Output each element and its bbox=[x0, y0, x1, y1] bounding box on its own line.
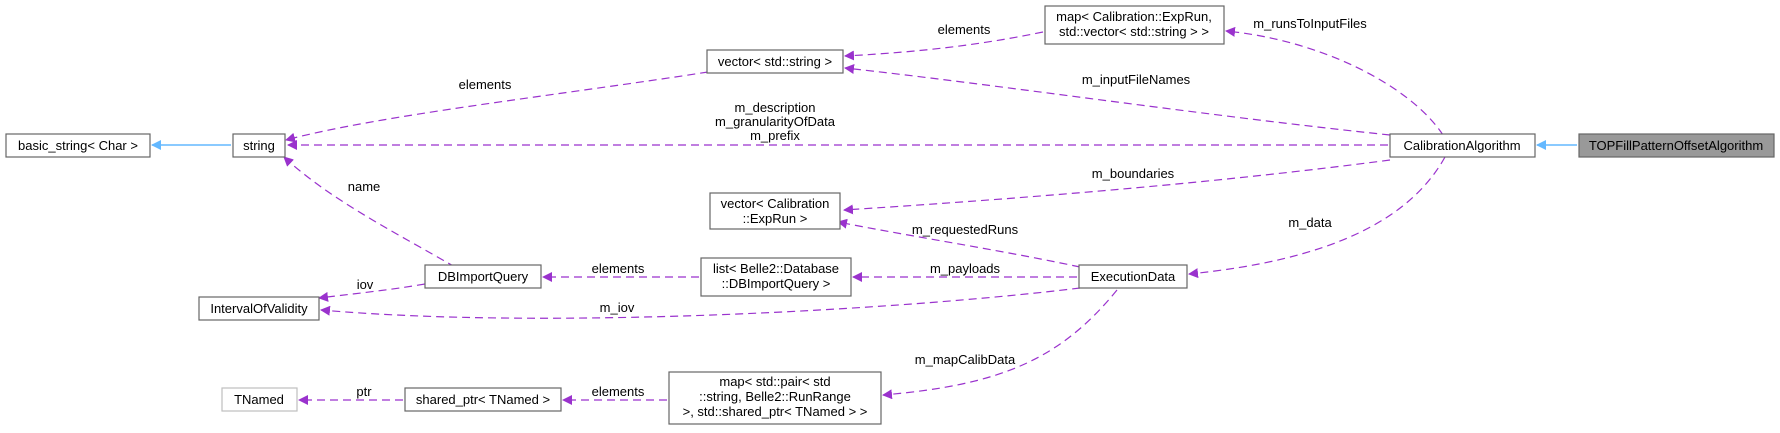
label-ptr: ptr bbox=[356, 384, 372, 399]
edge-iov bbox=[318, 283, 426, 302]
svg-text:list< Belle2::Database: list< Belle2::Database bbox=[713, 261, 839, 276]
svg-text:string: string bbox=[243, 138, 275, 153]
edge-m-input-file-names bbox=[844, 64, 1391, 136]
node-map-pair[interactable]: map< std::pair< std ::string, Belle2::Ru… bbox=[668, 371, 882, 425]
edge-m-map-calib-data bbox=[882, 289, 1118, 400]
svg-text:::DBImportQuery >: ::DBImportQuery > bbox=[722, 276, 831, 291]
label-m-iov: m_iov bbox=[600, 300, 635, 315]
node-string[interactable]: string bbox=[232, 133, 286, 158]
svg-text:map< std::pair< std: map< std::pair< std bbox=[719, 374, 830, 389]
edges bbox=[151, 26, 1577, 405]
svg-text:CalibrationAlgorithm: CalibrationAlgorithm bbox=[1403, 138, 1520, 153]
label-m-description: m_description bbox=[735, 100, 816, 115]
edge-vector-string-elements bbox=[285, 71, 709, 143]
label-m-prefix: m_prefix bbox=[750, 128, 800, 143]
node-db-import-query[interactable]: DBImportQuery bbox=[424, 264, 542, 289]
node-execution-data[interactable]: ExecutionData bbox=[1078, 264, 1188, 289]
label-m-input-file-names: m_inputFileNames bbox=[1082, 72, 1191, 87]
node-shared-ptr-tnamed[interactable]: shared_ptr< TNamed > bbox=[404, 387, 562, 412]
label-elements-vector: elements bbox=[938, 22, 991, 37]
node-map-exprun[interactable]: map< Calibration::ExpRun, std::vector< s… bbox=[1044, 5, 1225, 45]
svg-text:vector< Calibration: vector< Calibration bbox=[721, 196, 830, 211]
svg-text:TNamed: TNamed bbox=[234, 392, 284, 407]
label-m-granularity-of-data: m_granularityOfData bbox=[715, 114, 836, 129]
label-elements-shared: elements bbox=[592, 384, 645, 399]
svg-text:::string, Belle2::RunRange: ::string, Belle2::RunRange bbox=[699, 389, 851, 404]
svg-text:TOPFillPatternOffsetAlgorithm: TOPFillPatternOffsetAlgorithm bbox=[1589, 138, 1763, 153]
svg-text:shared_ptr< TNamed >: shared_ptr< TNamed > bbox=[416, 392, 550, 407]
label-iov: iov bbox=[357, 277, 374, 292]
label-m-data: m_data bbox=[1288, 215, 1332, 230]
label-m-runs-to-input-files: m_runsToInputFiles bbox=[1253, 16, 1367, 31]
svg-text:basic_string< Char >: basic_string< Char > bbox=[18, 138, 138, 153]
svg-text:IntervalOfValidity: IntervalOfValidity bbox=[210, 301, 308, 316]
node-basic-string[interactable]: basic_string< Char > bbox=[5, 133, 151, 158]
edge-elements-vector bbox=[844, 31, 1044, 61]
edge-labels: elements m_description m_granularityOfDa… bbox=[348, 16, 1367, 399]
node-vector-exprun[interactable]: vector< Calibration ::ExpRun > bbox=[709, 192, 841, 230]
edge-m-boundaries bbox=[843, 159, 1391, 215]
svg-text:DBImportQuery: DBImportQuery bbox=[438, 269, 529, 284]
node-interval-of-validity[interactable]: IntervalOfValidity bbox=[198, 296, 320, 321]
edge-name bbox=[283, 156, 456, 268]
svg-text:>, std::shared_ptr< TNamed > >: >, std::shared_ptr< TNamed > > bbox=[683, 404, 868, 419]
svg-text:ExecutionData: ExecutionData bbox=[1091, 269, 1176, 284]
label-m-payloads: m_payloads bbox=[930, 261, 1001, 276]
node-tnamed[interactable]: TNamed bbox=[221, 387, 298, 412]
label-m-requested-runs: m_requestedRuns bbox=[912, 222, 1019, 237]
nodes: basic_string< Char > string IntervalOfVa… bbox=[5, 5, 1775, 425]
edge-m-runs-to-input-files bbox=[1225, 26, 1444, 136]
edge-m-requested-runs bbox=[837, 218, 1081, 268]
node-calibration-algorithm[interactable]: CalibrationAlgorithm bbox=[1389, 133, 1536, 158]
node-top-fill-pattern-offset-algorithm[interactable]: TOPFillPatternOffsetAlgorithm bbox=[1578, 133, 1775, 158]
svg-text:std::vector< std::string > >: std::vector< std::string > > bbox=[1059, 24, 1209, 39]
label-elements-dbimport: elements bbox=[592, 261, 645, 276]
node-vector-string[interactable]: vector< std::string > bbox=[706, 49, 844, 74]
edge-m-iov bbox=[320, 287, 1081, 319]
node-list-dbimportquery[interactable]: list< Belle2::Database ::DBImportQuery > bbox=[700, 257, 852, 297]
label-elements-string: elements bbox=[459, 77, 512, 92]
edge-m-data bbox=[1188, 156, 1446, 279]
label-m-boundaries: m_boundaries bbox=[1092, 166, 1175, 181]
svg-text:map< Calibration::ExpRun,: map< Calibration::ExpRun, bbox=[1056, 9, 1212, 24]
svg-text:::ExpRun >: ::ExpRun > bbox=[743, 211, 808, 226]
label-m-map-calib-data: m_mapCalibData bbox=[915, 352, 1016, 367]
svg-text:vector< std::string >: vector< std::string > bbox=[718, 54, 832, 69]
label-name: name bbox=[348, 179, 381, 194]
